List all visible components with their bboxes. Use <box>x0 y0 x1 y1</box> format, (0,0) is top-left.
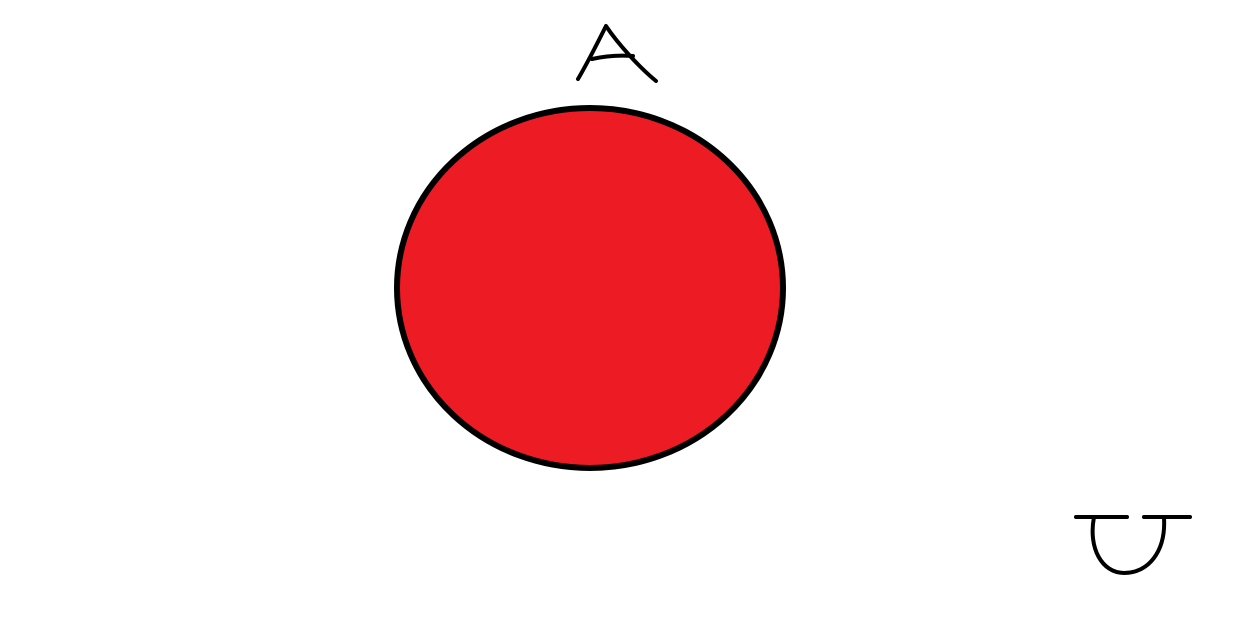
universe-label: U <box>1074 515 1192 576</box>
set-a-circle <box>394 105 786 471</box>
set-a-label: A <box>576 24 658 83</box>
